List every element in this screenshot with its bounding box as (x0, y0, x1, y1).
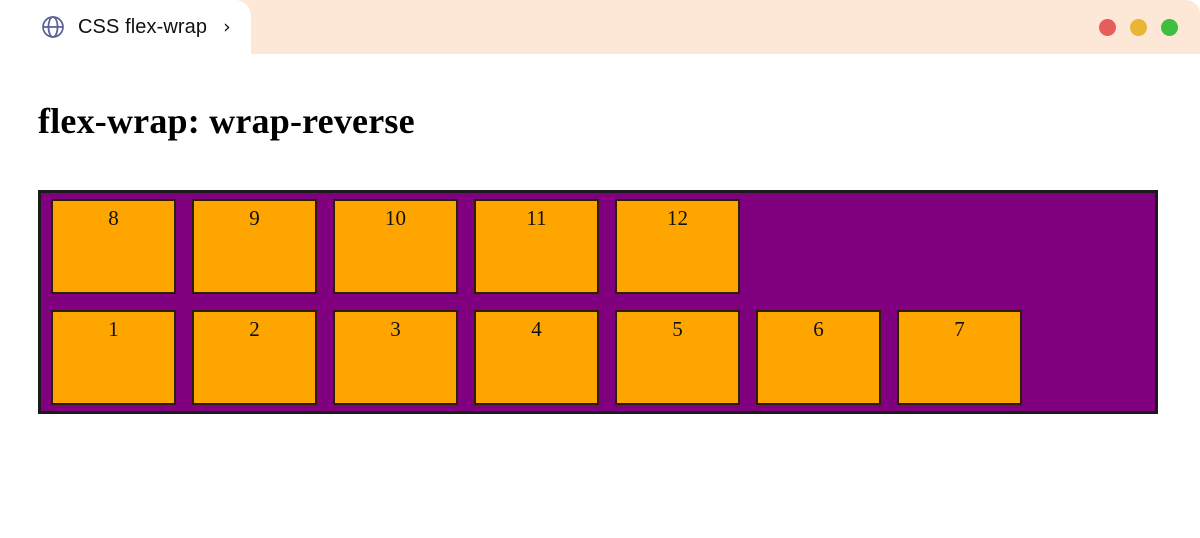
globe-icon (42, 16, 64, 38)
flex-item: 1 (51, 310, 176, 405)
flex-container: 1 2 3 4 5 6 7 8 9 10 11 12 (38, 190, 1158, 414)
close-button[interactable] (1099, 18, 1116, 36)
page-title: flex-wrap: wrap-reverse (38, 101, 415, 141)
browser-tab-css-flex-wrap[interactable]: CSS flex-wrap › (0, 0, 251, 54)
flex-item: 6 (756, 310, 881, 405)
flex-item: 2 (192, 310, 317, 405)
flex-item: 7 (897, 310, 1022, 405)
flex-item: 11 (474, 199, 599, 294)
minimize-button[interactable] (1130, 18, 1147, 36)
flex-item: 3 (333, 310, 458, 405)
flex-item: 4 (474, 310, 599, 405)
flex-item: 9 (192, 199, 317, 294)
maximize-button[interactable] (1161, 18, 1178, 36)
tab-title: CSS flex-wrap (78, 15, 208, 38)
chevron-right-icon[interactable]: › (223, 15, 231, 38)
flex-item: 5 (615, 310, 740, 405)
flex-item: 10 (333, 199, 458, 294)
window-controls (1099, 0, 1178, 54)
flex-item: 12 (615, 199, 740, 294)
page-content: flex-wrap: wrap-reverse 1 2 3 4 5 6 7 8 … (0, 54, 1200, 538)
flex-item: 8 (51, 199, 176, 294)
browser-chrome: CSS flex-wrap › (0, 0, 1200, 54)
